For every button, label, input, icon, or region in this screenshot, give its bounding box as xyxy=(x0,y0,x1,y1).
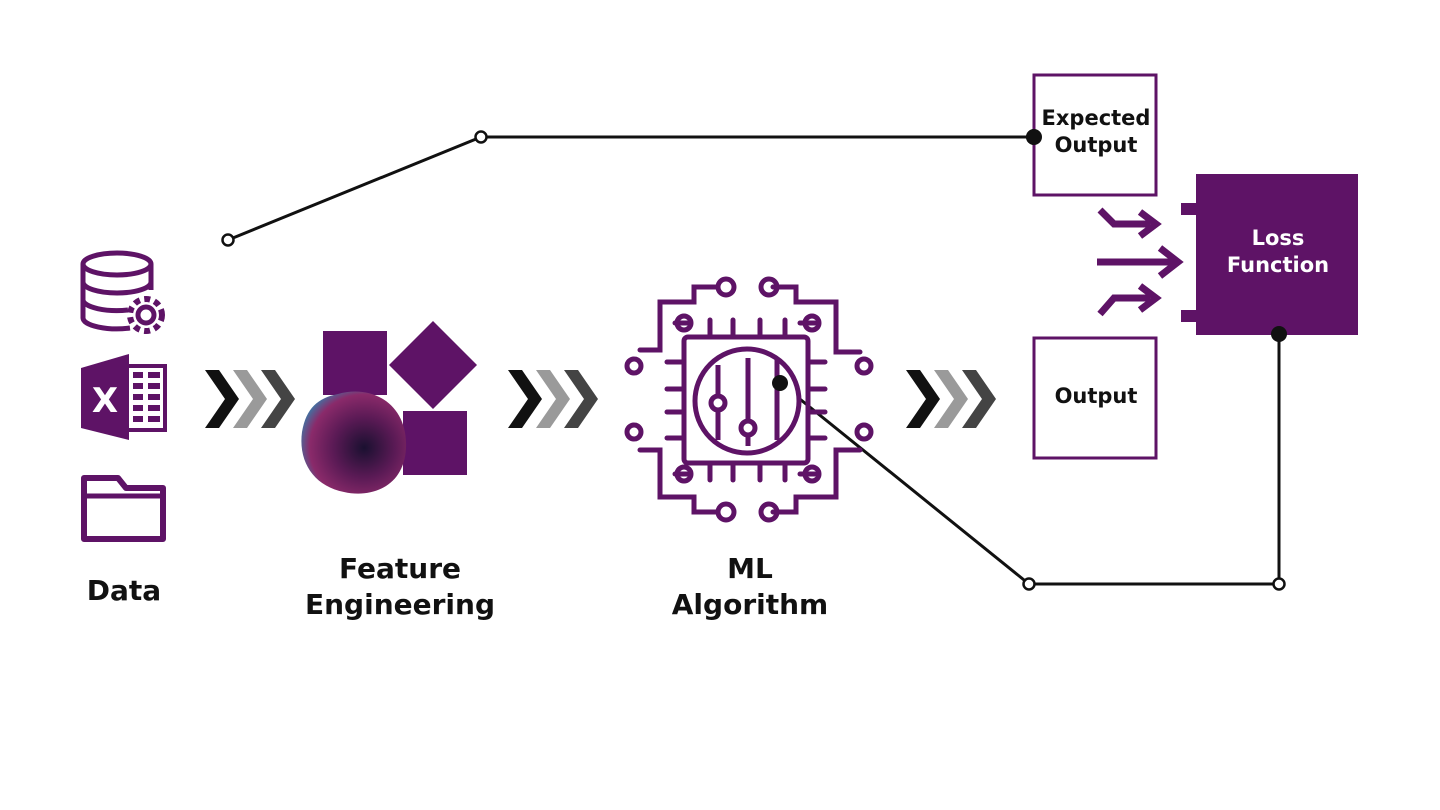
output-box xyxy=(1032,336,1158,460)
square-shape-icon xyxy=(403,411,467,475)
connector-node xyxy=(772,375,788,391)
excel-icon: X xyxy=(81,354,167,440)
square-shape-icon xyxy=(323,331,387,395)
loss-function-label: Loss Function xyxy=(1198,225,1358,280)
connector-top xyxy=(221,129,1042,247)
ml-algorithm-label-line2: Algorithm xyxy=(671,588,829,622)
ml-algorithm-label: ML Algorithm xyxy=(650,551,850,624)
blob-shape-icon xyxy=(301,391,407,494)
expected-output-label-line1: Expected xyxy=(1041,106,1151,130)
data-label: Data xyxy=(86,574,162,607)
folder-icon xyxy=(81,475,166,542)
feature-engineering-label: Feature Engineering xyxy=(290,551,510,624)
chevron-arrow-icon xyxy=(205,370,295,428)
loss-function-box xyxy=(1196,174,1358,335)
chevron-arrow-icon xyxy=(906,370,996,428)
feature-engineering-label-line2: Engineering xyxy=(305,588,495,622)
merge-arrow-icon xyxy=(1097,207,1162,239)
circuit-chip-icon xyxy=(624,276,874,523)
expected-output-label-line2: Output xyxy=(1054,133,1138,158)
database-gear-icon xyxy=(80,250,165,334)
merge-arrow-icon xyxy=(1097,283,1162,317)
straight-arrow-icon xyxy=(1097,245,1184,279)
connector-node xyxy=(1271,326,1287,342)
loss-function-label-line1: Loss xyxy=(1251,226,1305,250)
ml-algorithm-label-line1: ML xyxy=(727,552,773,585)
expected-output-label: Expected Output xyxy=(1036,105,1156,160)
slider-controls-icon xyxy=(692,346,802,456)
connector-bottom xyxy=(779,334,1286,591)
loss-function-label-line2: Function xyxy=(1226,253,1330,278)
chevron-arrow-icon xyxy=(508,370,598,428)
diamond-shape-icon xyxy=(389,321,477,409)
output-label: Output xyxy=(1054,384,1138,408)
svg-text:X: X xyxy=(92,381,118,421)
feature-engineering-label-line1: Feature xyxy=(339,552,461,585)
